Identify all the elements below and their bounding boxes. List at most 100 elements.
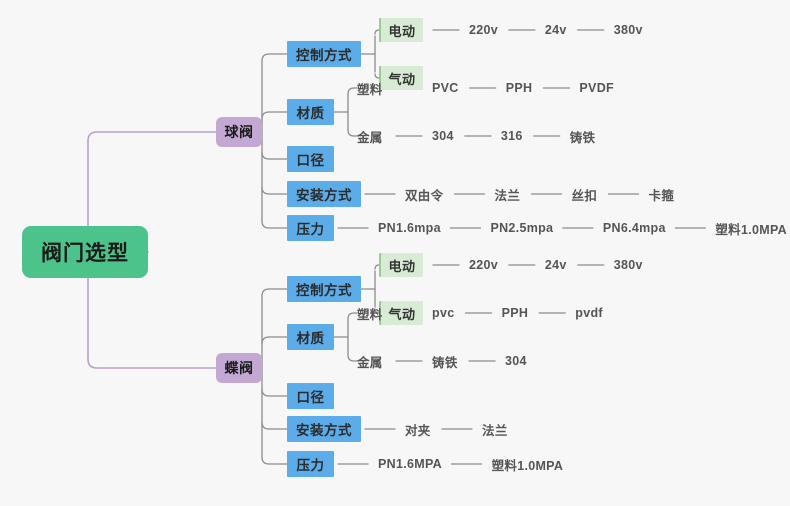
sub-node-1-1-2-label: 气动 <box>388 71 416 87</box>
category-2-5[interactable]: 压力 <box>287 451 334 477</box>
leaf-2-5-2-label: 塑料1.0MPA <box>491 458 564 473</box>
sub-label-1-2-1[interactable]: 塑料 <box>357 79 392 97</box>
sub-label-1-2-2[interactable]: 金属 <box>357 127 392 145</box>
category-1-5[interactable]: 压力 <box>287 215 334 241</box>
leaf-2-2-1-2[interactable]: PPH <box>502 304 532 322</box>
leaf-1-2-1-2-label: PPH <box>505 81 533 95</box>
leaf-2-1-1-3[interactable]: 380v <box>614 256 646 274</box>
leaf-1-2-2-1[interactable]: 304 <box>432 127 457 145</box>
leaf-2-1-1-1[interactable]: 220v <box>469 256 501 274</box>
leaf-2-4-2-label: 法兰 <box>482 423 508 438</box>
leaf-2-2-1-2-label: PPH <box>501 306 529 320</box>
leaf-2-2-2-2[interactable]: 304 <box>505 352 530 370</box>
sub-node-1-1-2[interactable]: 气动 <box>379 66 424 90</box>
sub-node-2-1-2-label: 气动 <box>388 306 416 322</box>
category-1-3[interactable]: 口径 <box>287 146 334 172</box>
category-2-1[interactable]: 控制方式 <box>287 276 361 302</box>
category-2-2-label: 材质 <box>296 331 325 346</box>
leaf-2-2-1-1[interactable]: pvc <box>432 304 458 322</box>
category-2-2[interactable]: 材质 <box>287 324 334 350</box>
leaf-1-2-2-1-label: 304 <box>432 129 454 143</box>
category-1-4[interactable]: 安装方式 <box>287 181 361 207</box>
leaf-1-2-1-3-label: PVDF <box>579 81 614 95</box>
leaf-1-2-1-1[interactable]: PVC <box>432 79 462 97</box>
category-2-3-label: 口径 <box>296 390 325 405</box>
sub-label-1-2-2-label: 金属 <box>357 130 383 145</box>
leaf-1-5-1-label: PN1.6mpa <box>378 221 441 235</box>
leaf-2-1-1-1-label: 220v <box>469 258 499 272</box>
leaf-1-4-4[interactable]: 卡箍 <box>649 185 678 203</box>
leaf-1-5-3[interactable]: PN6.4mpa <box>603 219 667 237</box>
leaf-1-5-4[interactable]: 塑料1.0MPA <box>715 219 788 237</box>
leaf-2-4-1[interactable]: 对夹 <box>405 420 434 438</box>
leaf-1-2-1-2[interactable]: PPH <box>506 79 536 97</box>
leaf-1-4-3-label: 丝扣 <box>571 188 598 203</box>
leaf-2-2-1-3-label: pvdf <box>575 306 603 320</box>
branch-node-2[interactable]: 蝶阀 <box>216 353 262 383</box>
leaf-1-4-2-label: 法兰 <box>494 188 521 203</box>
leaf-1-1-1-3-label: 380v <box>613 23 643 37</box>
leaf-2-2-1-1-label: pvc <box>432 306 455 320</box>
leaf-1-5-2[interactable]: PN2.5mpa <box>490 219 554 237</box>
leaf-1-5-4-label: 塑料1.0MPA <box>715 222 787 237</box>
leaf-1-2-2-2-label: 316 <box>500 129 523 143</box>
leaf-1-1-1-1[interactable]: 220v <box>469 21 501 39</box>
leaf-1-4-1-label: 双由令 <box>405 188 444 203</box>
leaf-1-2-2-3-label: 铸铁 <box>569 130 596 145</box>
leaf-1-1-1-3[interactable]: 380v <box>614 21 646 39</box>
leaf-1-2-1-1-label: PVC <box>432 81 459 95</box>
category-1-1[interactable]: 控制方式 <box>287 41 361 67</box>
leaf-1-1-1-2[interactable]: 24v <box>545 21 570 39</box>
branch-node-1-label: 球阀 <box>224 124 254 140</box>
leaf-2-4-1-label: 对夹 <box>405 423 431 438</box>
sub-node-1-1-1[interactable]: 电动 <box>379 18 424 42</box>
leaf-2-1-1-3-label: 380v <box>613 258 643 272</box>
leaf-1-2-2-2[interactable]: 316 <box>501 127 526 145</box>
leaf-2-2-1-3[interactable]: pvdf <box>575 304 605 322</box>
branch-node-1[interactable]: 球阀 <box>216 117 262 147</box>
branch-node-2-label: 蝶阀 <box>224 360 254 376</box>
category-2-4[interactable]: 安装方式 <box>287 416 361 442</box>
leaf-1-1-1-1-label: 220v <box>469 23 499 37</box>
category-1-4-label: 安装方式 <box>296 188 352 203</box>
leaf-2-2-2-1[interactable]: 铸铁 <box>432 352 461 370</box>
category-2-4-label: 安装方式 <box>296 423 352 438</box>
leaf-1-4-2[interactable]: 法兰 <box>495 185 524 203</box>
category-1-2-label: 材质 <box>296 106 325 121</box>
category-1-1-label: 控制方式 <box>296 48 352 63</box>
leaf-2-4-2[interactable]: 法兰 <box>482 420 511 438</box>
leaf-2-5-1-label: PN1.6MPA <box>378 457 442 471</box>
category-2-3[interactable]: 口径 <box>287 383 334 409</box>
leaf-1-4-3[interactable]: 丝扣 <box>572 185 601 203</box>
category-2-1-label: 控制方式 <box>296 283 352 298</box>
leaf-2-5-2[interactable]: 塑料1.0MPA <box>492 455 565 473</box>
root-node[interactable]: 阀门选型 <box>22 226 148 278</box>
category-1-2[interactable]: 材质 <box>287 99 334 125</box>
sub-label-2-2-1-label: 塑料 <box>357 307 383 322</box>
leaf-1-5-2-label: PN2.5mpa <box>490 221 554 235</box>
leaf-2-2-2-2-label: 304 <box>505 354 527 368</box>
leaf-1-4-1[interactable]: 双由令 <box>405 185 447 203</box>
leaf-1-5-1[interactable]: PN1.6mpa <box>378 219 442 237</box>
leaf-1-2-1-3[interactable]: PVDF <box>579 79 616 97</box>
leaf-2-1-1-2[interactable]: 24v <box>545 256 570 274</box>
sub-label-1-2-1-label: 塑料 <box>357 82 383 97</box>
leaf-2-1-1-2-label: 24v <box>544 258 567 272</box>
leaf-1-5-3-label: PN6.4mpa <box>602 221 666 235</box>
leaf-2-5-1[interactable]: PN1.6MPA <box>378 455 444 473</box>
category-1-5-label: 压力 <box>296 222 325 237</box>
category-1-3-label: 口径 <box>296 153 325 168</box>
leaf-2-2-2-1-label: 铸铁 <box>432 355 458 370</box>
sub-label-2-2-1[interactable]: 塑料 <box>357 304 392 322</box>
sub-label-2-2-2[interactable]: 金属 <box>357 352 392 370</box>
leaf-1-4-4-label: 卡箍 <box>648 188 675 203</box>
root-node-label: 阀门选型 <box>41 242 129 265</box>
sub-node-1-1-1-label: 电动 <box>388 23 416 39</box>
leaf-1-2-2-3[interactable]: 铸铁 <box>570 127 599 145</box>
sub-label-2-2-2-label: 金属 <box>357 355 383 370</box>
category-2-5-label: 压力 <box>296 458 325 473</box>
sub-node-2-1-1[interactable]: 电动 <box>379 253 424 277</box>
sub-node-2-1-2[interactable]: 气动 <box>379 301 424 325</box>
leaf-1-1-1-2-label: 24v <box>544 23 567 37</box>
